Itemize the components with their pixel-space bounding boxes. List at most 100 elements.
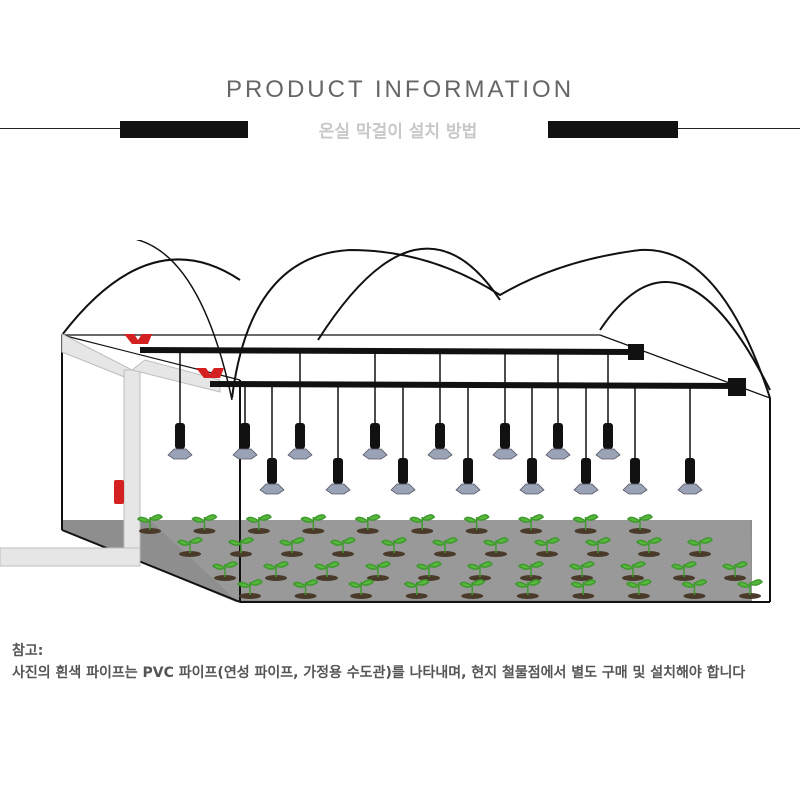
seedling-icon — [619, 561, 646, 577]
seedling-icon — [584, 537, 611, 553]
soil-mound — [689, 551, 711, 557]
soil-mound — [683, 593, 706, 599]
seedling-icon — [415, 561, 442, 577]
seedling-icon — [514, 579, 541, 595]
sprinkler-head-icon — [390, 483, 416, 495]
seedling-icon — [670, 561, 697, 577]
seedling-icon — [364, 561, 391, 577]
seedling-icon — [236, 579, 263, 595]
soil-mound — [520, 528, 543, 534]
seedlings — [136, 514, 763, 599]
seedling-icon — [482, 537, 509, 553]
pvc-pipe — [0, 333, 221, 567]
soil-mound — [214, 575, 236, 581]
sprinkler-body — [435, 423, 445, 449]
seedling-icon — [300, 514, 327, 530]
soil-mound — [739, 593, 761, 599]
seedling-icon — [431, 537, 458, 553]
seedling-icon — [721, 561, 748, 577]
header-bar-right — [548, 121, 678, 138]
soil-mound — [434, 551, 456, 557]
soil-mound — [193, 528, 216, 534]
soil-mound — [179, 551, 201, 557]
soil-mound — [265, 575, 287, 581]
sprinkler-body — [295, 423, 305, 449]
seedling-icon — [245, 514, 272, 530]
soil-mound — [302, 528, 325, 534]
sprinkler-body — [581, 458, 591, 484]
sprinkler-head-icon — [455, 483, 481, 495]
seedling-icon — [533, 537, 560, 553]
soil-mound — [587, 551, 609, 557]
seedling-icon — [463, 514, 490, 530]
seedling-icon — [313, 561, 340, 577]
header-bar-left — [120, 121, 248, 138]
soil-mound — [239, 593, 261, 599]
soil-mound — [638, 551, 660, 557]
seedling-icon — [329, 537, 356, 553]
soil-mound — [411, 528, 434, 534]
seedling-icon — [681, 579, 708, 595]
seedling-icon — [211, 561, 238, 577]
soil-mound — [485, 551, 507, 557]
soil-mound — [139, 528, 161, 534]
seedling-icon — [626, 514, 653, 530]
soil-mound — [572, 593, 595, 599]
seedling-icon — [403, 579, 430, 595]
seedling-icon — [136, 514, 163, 530]
sprinkler-head-icon — [287, 448, 313, 460]
seedling-icon — [354, 514, 381, 530]
seedling-icon — [518, 514, 545, 530]
sprinkler-head-icon — [427, 448, 453, 460]
sprinkler-body — [500, 423, 510, 449]
note-block: 참고: 사진의 흰색 파이프는 PVC 파이프(연성 파이프, 가정용 수도관)… — [12, 640, 792, 684]
soil-mound — [465, 528, 488, 534]
seedling-icon — [227, 537, 254, 553]
sprinkler-head-icon — [167, 448, 193, 460]
seedling-icon — [380, 537, 407, 553]
seedling-icon — [568, 561, 595, 577]
soil-mound — [350, 593, 373, 599]
seedling-icon — [262, 561, 289, 577]
sprinkler-head-icon — [573, 483, 599, 495]
note-label: 참고: — [12, 643, 44, 659]
soil-mound — [627, 593, 650, 599]
sprinkler-head-icon — [492, 448, 518, 460]
page-title: PRODUCT INFORMATION — [225, 76, 575, 103]
greenhouse-illustration — [0, 240, 771, 603]
soil-mound — [724, 575, 746, 581]
soil-mound — [383, 551, 405, 557]
sprinkler-head-icon — [259, 483, 285, 495]
soil-mound — [574, 528, 597, 534]
soil-mound — [247, 528, 270, 534]
seedling-icon — [466, 561, 493, 577]
sprinkler-head-icon — [677, 483, 703, 495]
sprinkler-body — [603, 423, 613, 449]
soil-mound — [469, 575, 491, 581]
seedling-icon — [635, 537, 662, 553]
sprinkler-body — [398, 458, 408, 484]
sprinkler-head-icon — [622, 483, 648, 495]
main-distribution-pipe — [139, 347, 746, 389]
sprinkler-body — [267, 458, 277, 484]
seedling-icon — [176, 537, 203, 553]
soil-mound — [536, 551, 558, 557]
seedling-icon — [459, 579, 486, 595]
soil-mound — [405, 593, 428, 599]
soil-mound — [367, 575, 389, 581]
soil-mound — [629, 528, 651, 534]
page-subtitle: 온실 막걸이 설치 방법 — [318, 122, 478, 142]
seedling-icon — [572, 514, 599, 530]
sprinkler-body — [240, 423, 250, 449]
seedling-icon — [625, 579, 652, 595]
seedling-icon — [686, 537, 713, 553]
soil-mound — [571, 575, 593, 581]
pipe-end-cap — [728, 378, 746, 396]
sprinkler-head-icon — [362, 448, 388, 460]
soil-mound — [673, 575, 695, 581]
sprinkler-head-icon — [325, 483, 351, 495]
soil-mound — [316, 575, 338, 581]
soil-mound — [356, 528, 379, 534]
sprinkler-body — [333, 458, 343, 484]
sprinkler-head-icon — [545, 448, 571, 460]
